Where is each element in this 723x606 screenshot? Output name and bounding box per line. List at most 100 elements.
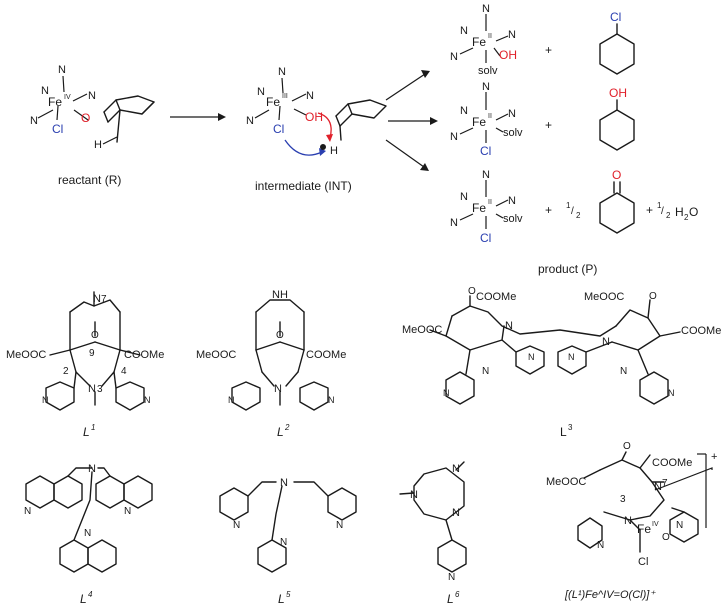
svg-text:/: / [661, 206, 664, 217]
plus-sign: + [545, 118, 552, 132]
svg-text:1: 1 [566, 201, 571, 210]
plus-sign: + [545, 43, 552, 57]
ligand-l5-label: L 5 [278, 590, 291, 606]
svg-text:4: 4 [88, 590, 93, 599]
ligand-l5-structure: N N N N [219, 477, 357, 573]
atom-n: N [482, 81, 490, 93]
atom-n: N [482, 366, 489, 377]
ligand-l6-label: L 6 [447, 590, 460, 606]
atom-n: N [88, 463, 96, 475]
svg-text:2: 2 [666, 211, 671, 220]
cyclohexanol: OH [599, 86, 635, 151]
atom-n: N [246, 115, 254, 127]
atom-fe: Fe [472, 115, 486, 129]
product-fe-ii-cl-complex-b: N N N N Fe II solv Cl [450, 169, 523, 245]
atom-n: N [452, 507, 460, 519]
oxidation-state: II [488, 113, 492, 120]
cyclohexyl-radical-chair: H [330, 99, 387, 157]
atom-cl: Cl [638, 556, 648, 568]
ester-l3-right-end: COOMe [681, 325, 721, 337]
atom-n: N [257, 86, 265, 98]
ligand-l1-label: L 1 [83, 423, 95, 439]
cyclohexane-chair: H [94, 95, 155, 151]
oxidation-state: IV [64, 94, 71, 101]
svg-text:5: 5 [286, 590, 291, 599]
complex-charge: + [711, 451, 717, 463]
ligand-l4-label: L 4 [80, 590, 93, 606]
svg-text:O: O [689, 205, 698, 219]
svg-text:N: N [568, 352, 575, 362]
svg-text:1: 1 [91, 423, 95, 432]
oxidation-state: III [282, 93, 288, 100]
svg-text:N: N [336, 520, 343, 531]
plus-sign: + [545, 203, 552, 217]
atom-n: N [88, 383, 96, 395]
atom-cl: Cl [480, 231, 491, 245]
cyclohexanone: O [599, 168, 635, 234]
atom-fe: Fe [472, 35, 486, 49]
ester-l3-right: COOMe [476, 291, 516, 303]
atom-o: O [612, 168, 621, 182]
locant-4: 4 [121, 366, 127, 377]
ester-right: COOMe [652, 457, 692, 469]
svg-text:O: O [662, 532, 670, 543]
reactant-fe-iv-oxo-complex: N N N N Fe IV O Cl [30, 64, 96, 136]
ligand-l6-structure: N N N N [399, 461, 467, 583]
locant-7: 7 [101, 294, 107, 305]
svg-text:N: N [124, 506, 131, 517]
svg-text:1: 1 [657, 201, 662, 210]
locant-3: 3 [620, 494, 626, 505]
solvent: solv [503, 213, 523, 225]
oxidation-state: II [488, 33, 492, 40]
product-fe-ii-cl-complex-a: N N N N Fe II solv Cl [450, 81, 523, 158]
atom-n: N [460, 25, 468, 37]
locant-7: 7 [662, 478, 668, 489]
atom-n: N [460, 191, 468, 203]
intermediate-fe-iii-oh-complex: N N N N Fe III OH Cl [246, 66, 333, 156]
atom-fe: Fe [472, 201, 486, 215]
atom-oh: OH [609, 86, 627, 100]
atom-n: N [620, 366, 627, 377]
svg-text:2: 2 [576, 211, 581, 220]
atom-n: N [508, 108, 516, 120]
atom-n: N [482, 169, 490, 181]
reactant-label: reactant (R) [58, 173, 121, 187]
atom-n: N [450, 217, 458, 229]
atom-nh: NH [272, 289, 288, 301]
svg-text:N: N [24, 506, 31, 517]
svg-text:N: N [42, 395, 49, 405]
svg-text:L: L [83, 425, 90, 439]
atom-n: N [508, 29, 516, 41]
svg-text:6: 6 [455, 590, 460, 599]
atom-n: N [410, 489, 418, 501]
svg-text:N: N [443, 388, 450, 398]
atom-n: N [508, 195, 516, 207]
svg-text:O: O [623, 441, 631, 452]
atom-fe: Fe [637, 522, 651, 536]
atom-n: N [280, 477, 288, 489]
atom-n: N [602, 336, 610, 348]
atom-cl: Cl [610, 10, 621, 24]
svg-text:2: 2 [684, 213, 689, 222]
svg-text:N: N [448, 572, 455, 583]
atom-fe: Fe [48, 95, 62, 109]
chlorocyclohexane: Cl [599, 10, 635, 75]
intermediate-label: intermediate (INT) [255, 179, 352, 193]
ester-right: COOMe [124, 349, 164, 361]
atom-oh: OH [499, 48, 517, 62]
product-fe-ii-oh-complex: N N N N Fe II OH solv [450, 3, 517, 77]
svg-text:L: L [560, 425, 567, 439]
atom-cl: Cl [480, 144, 491, 158]
svg-text:N: N [233, 520, 240, 531]
atom-cl: Cl [273, 122, 284, 136]
atom-n: N [450, 51, 458, 63]
svg-text:O: O [91, 330, 99, 341]
atom-n: N [460, 105, 468, 117]
ligand-l2-structure: NH O N MeOOC COOMe N N [196, 289, 346, 411]
atom-n: N [278, 66, 286, 78]
ester-right: COOMe [306, 349, 346, 361]
solvent: solv [503, 127, 523, 139]
ligand-l3-structure: O O N N N N COOMe MeOOC MeOOC COOMe N N … [402, 286, 721, 405]
atom-n: N [450, 131, 458, 143]
ligand-l2-label: L 2 [277, 423, 290, 439]
